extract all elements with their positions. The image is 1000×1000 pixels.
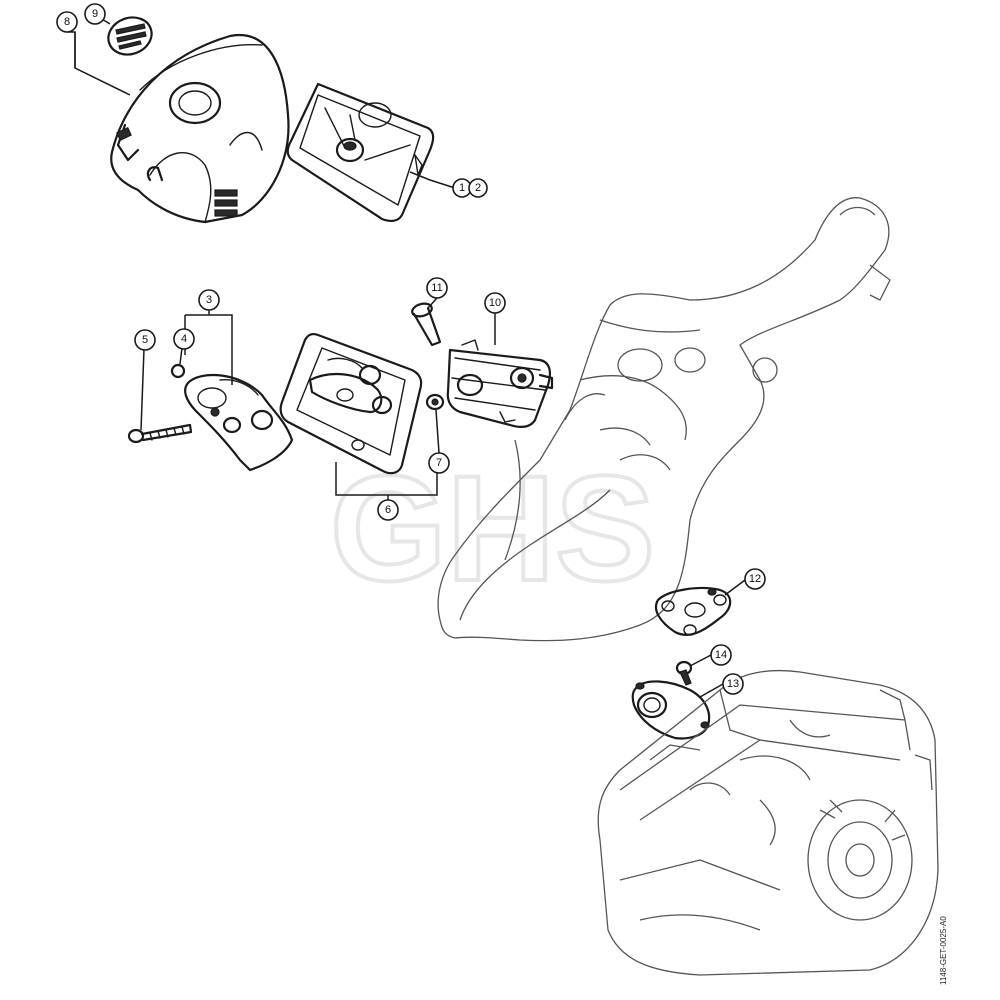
part-engine-housing-handle xyxy=(437,197,891,642)
callout-6: 6 xyxy=(377,499,399,521)
callout-12: 12 xyxy=(744,568,766,590)
callout-7: 7 xyxy=(428,452,450,474)
callout-10: 10 xyxy=(484,292,506,314)
part-nut xyxy=(425,393,445,411)
callout-label: 8 xyxy=(64,16,70,28)
callout-5: 5 xyxy=(134,329,156,351)
part-filter-housing xyxy=(286,82,435,222)
part-carburetor xyxy=(446,339,554,428)
part-gasket xyxy=(654,586,732,636)
callout-label: 2 xyxy=(475,182,481,194)
part-connector-pin xyxy=(411,302,442,347)
part-shroud-cover xyxy=(110,33,290,224)
callout-label: 14 xyxy=(715,649,727,661)
callout-label: 6 xyxy=(385,504,391,516)
callout-label: 12 xyxy=(749,573,761,585)
callout-2: 2 xyxy=(468,178,488,198)
reference-code: 1148-GET-0025-A0 xyxy=(939,916,948,985)
callout-label: 7 xyxy=(436,457,442,469)
callout-label: 1 xyxy=(459,182,465,194)
part-intake-elbow xyxy=(184,373,294,472)
callout-label: 5 xyxy=(142,334,148,346)
callout-13: 13 xyxy=(722,673,744,695)
part-screw xyxy=(127,423,193,444)
part-filler-cap xyxy=(107,16,153,56)
callout-14: 14 xyxy=(710,644,732,666)
callout-8: 8 xyxy=(56,11,78,33)
part-o-ring xyxy=(170,363,186,379)
callout-label: 11 xyxy=(431,282,442,294)
callout-label: 3 xyxy=(206,294,212,306)
leader-lines xyxy=(67,15,746,698)
part-crankcase xyxy=(597,669,939,976)
callout-3: 3 xyxy=(198,289,220,311)
callout-label: 9 xyxy=(92,8,98,20)
part-small-screw xyxy=(675,660,693,686)
callout-11: 11 xyxy=(426,277,448,299)
callout-label: 4 xyxy=(181,333,187,345)
callout-label: 13 xyxy=(727,678,739,690)
callout-4: 4 xyxy=(173,328,195,350)
callout-label: 10 xyxy=(489,297,501,309)
callout-9: 9 xyxy=(84,3,106,25)
part-base-plate xyxy=(279,332,423,475)
